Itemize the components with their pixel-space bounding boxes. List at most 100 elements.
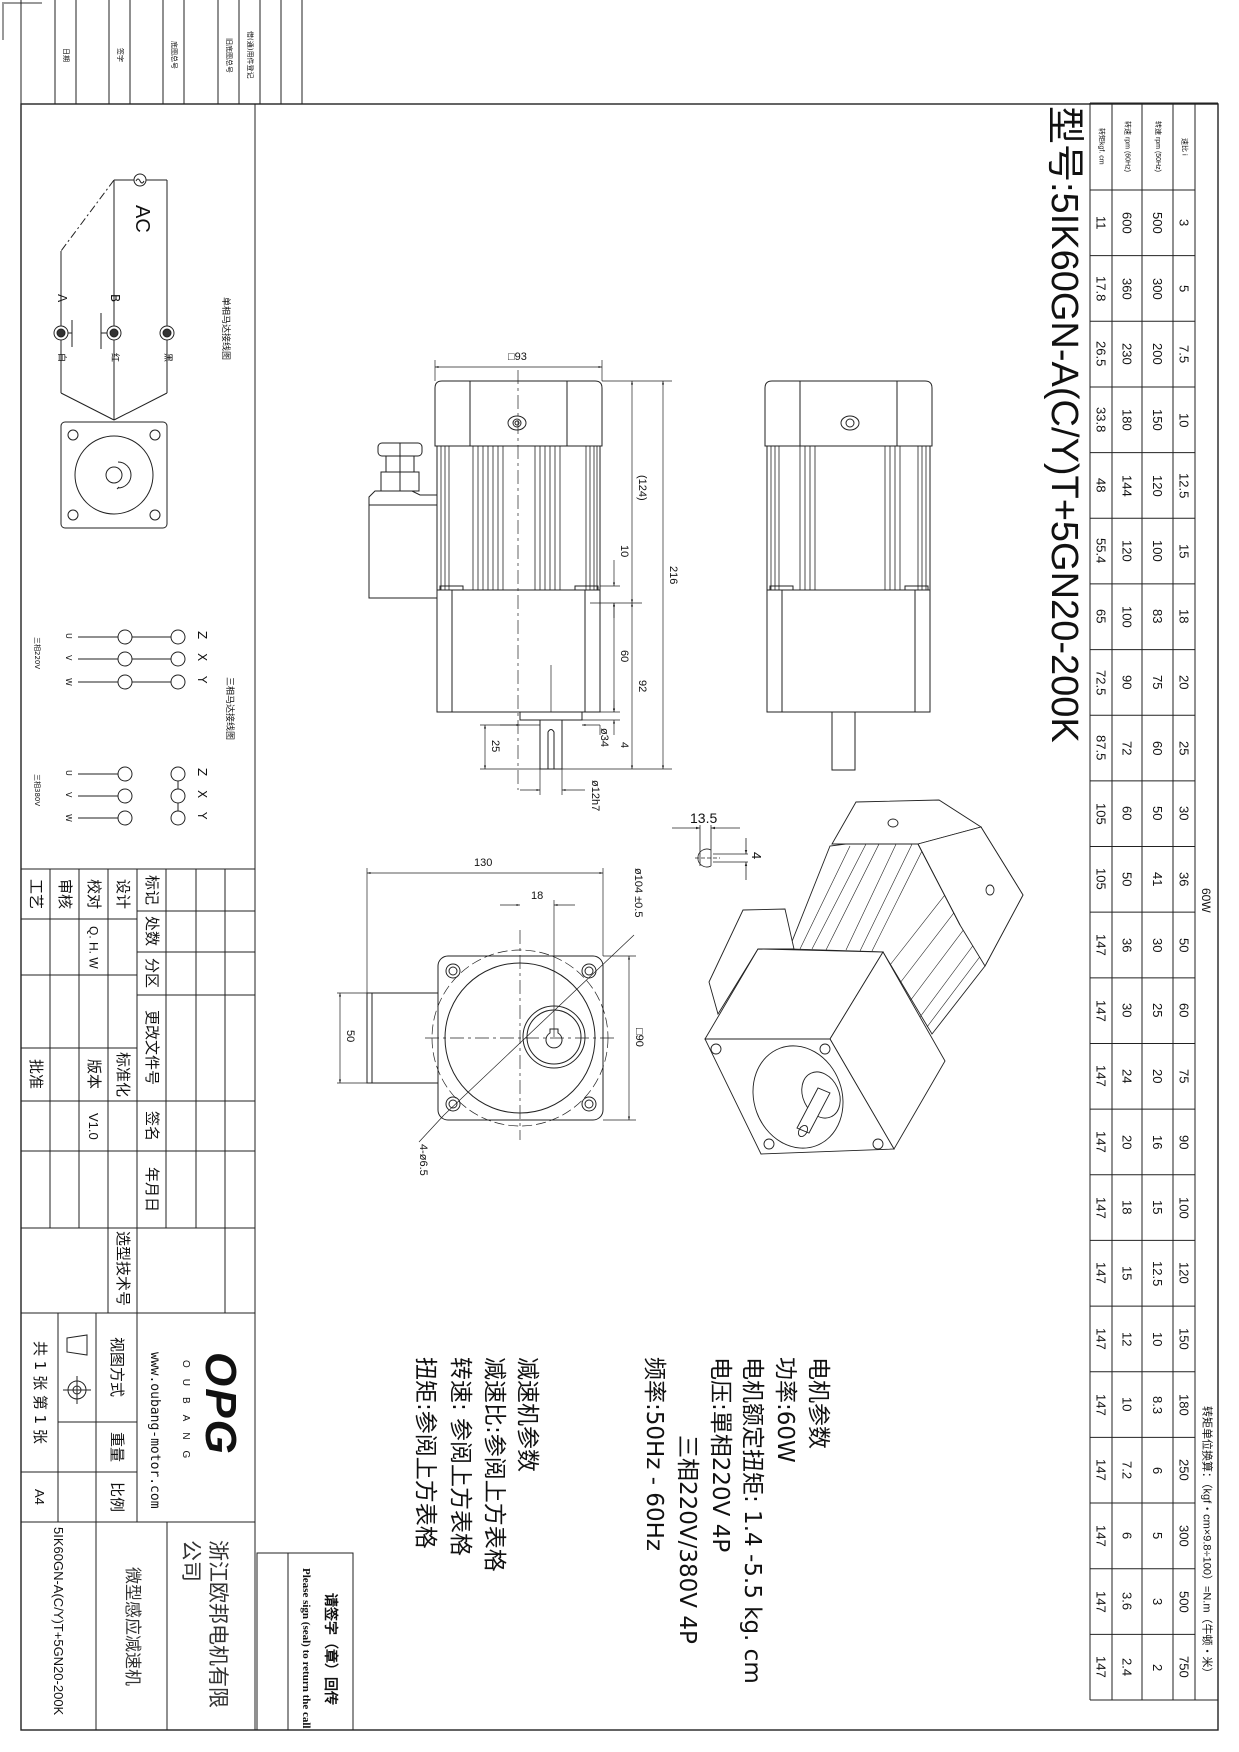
projection-symbol-icon [63,1334,91,1404]
tb-model: 5IK60GN-A(C/Y)T+5GN20-200K [51,1527,66,1716]
table-cell-torque_kgfcm: 147 [1090,1372,1112,1438]
table-cell-rpm_60hz-text: 120 [1119,540,1135,562]
table-cell-ratio: 180 [1173,1372,1195,1438]
table-cell-torque_kgfcm-text: 72.5 [1093,669,1109,696]
motor-side-view [368,370,603,790]
table-cell-rpm_50hz: 15 [1142,1175,1173,1241]
table-cell-rpm_50hz: 10 [1142,1306,1173,1372]
motor-side-view-dimensions [434,360,672,795]
table-cell-ratio: 7.5 [1173,321,1195,387]
table-row-header: 转矩kgf. cm [1090,103,1112,190]
table-cell-ratio-text: 180 [1176,1393,1192,1416]
tb-mark: 标记 [143,874,161,905]
table-unit-note: 转矩单位换算：（kgf・cm×9.8÷100）=N.m（牛顿・米） [1195,1385,1217,1700]
table-cell-rpm_60hz: 7.2 [1112,1437,1142,1503]
table-cell-ratio: 300 [1173,1503,1195,1569]
table-cell-rpm_60hz: 50 [1112,847,1142,913]
motor-voltage-three: 三相220V/380V 4P [674,1435,700,1644]
tb-check: 校对 [85,878,103,909]
label-y-220: Y [195,676,209,684]
table-cell-torque_kgfcm-text: 105 [1093,868,1109,891]
config-380-label: 三相380V [33,774,41,807]
table-cell-torque_kgfcm-text: 11 [1093,216,1109,230]
product-name: 微型感应减速机 [122,1566,142,1686]
table-row-header: 转速 rpm (50Hz) [1142,103,1173,190]
table-cell-rpm_50hz-text: 25 [1150,1003,1165,1018]
table-cell-rpm_60hz: 15 [1112,1240,1142,1306]
table-cell-rpm_50hz-text: 12.5 [1150,1260,1165,1286]
table-cell-torque_kgfcm: 147 [1090,978,1112,1044]
table-cell-torque_kgfcm: 17.8 [1090,256,1112,322]
motor-power: 功率:60W [772,1357,798,1463]
label-z-380: Z [195,768,209,777]
table-power-label: 60W [1195,860,1217,940]
table-cell-ratio: 250 [1173,1437,1195,1503]
company-name-line-2: 公司 [179,1540,203,1582]
keyway-detail [672,825,748,880]
tb-checker-name: Q. H. W [86,925,101,969]
dim-dia-12h7: ø12h7 [589,780,601,812]
company-website-link[interactable]: www.oubang-motor.com [147,1352,162,1509]
table-cell-ratio-text: 750 [1176,1656,1192,1679]
table-cell-ratio: 90 [1173,1109,1195,1175]
table-cell-rpm_50hz: 12.5 [1142,1240,1173,1306]
tb-change-doc: 更改文件号 [143,1010,161,1086]
dim-18: 18 [531,890,544,902]
table-cell-rpm_60hz: 18 [1112,1175,1142,1241]
tb-standardize: 标准化 [114,1051,132,1097]
table-cell-rpm_60hz-text: 15 [1119,1266,1135,1281]
table-cell-torque_kgfcm-text: 147 [1093,1459,1109,1482]
table-cell-rpm_60hz-text: 24 [1119,1069,1135,1084]
binding-label-shared-parts: 借(通)用件登记 [246,31,254,79]
table-cell-rpm_50hz: 50 [1142,781,1173,847]
table-cell-rpm_60hz: 144 [1112,453,1142,519]
table-cell-rpm_50hz-text: 16 [1150,1134,1165,1150]
motor-voltage-single: 电压:單相220V 4P [707,1357,733,1553]
tb-sheets: 共 1 张 第 1 张 [31,1341,49,1444]
table-cell-ratio-text: 300 [1176,1525,1192,1547]
table-cell-ratio-text: 250 [1176,1459,1192,1482]
table-cell-torque_kgfcm: 105 [1090,847,1112,913]
table-cell-torque_kgfcm: 147 [1090,1240,1112,1306]
sign-box-en: Please sign (seal) to return the call [300,1568,312,1729]
table-row-header-text: 速比 i [1180,137,1188,156]
gearbox-ratio: 减速比:参阅上方表格 [481,1357,507,1572]
table-cell-rpm_60hz: 36 [1112,912,1142,978]
table-row-header-text: 转速 rpm (50Hz) [1154,121,1161,172]
table-cell-torque_kgfcm-text: 147 [1093,1656,1109,1679]
dim-10: 10 [618,545,630,558]
sheet-frame [2,2,1219,1731]
table-cell-rpm_50hz-text: 150 [1150,408,1165,431]
table-power-label-text: 60W [1199,887,1213,913]
table-cell-ratio: 500 [1173,1569,1195,1635]
table-cell-torque_kgfcm-text: 65 [1093,609,1109,624]
table-cell-rpm_60hz-text: 7.2 [1119,1461,1135,1480]
table-cell-ratio-text: 7.5 [1176,345,1192,364]
table-cell-rpm_60hz: 90 [1112,650,1142,716]
table-cell-ratio-text: 18 [1176,609,1192,624]
table-cell-torque_kgfcm: 87.5 [1090,715,1112,781]
table-cell-rpm_50hz: 83 [1142,584,1173,650]
table-cell-rpm_60hz: 24 [1112,1043,1142,1109]
table-cell-ratio: 12.5 [1173,453,1195,519]
dim-dia-104: ø104 ±0.5 [632,868,644,918]
table-cell-rpm_50hz-text: 41 [1150,872,1165,887]
table-cell-rpm_60hz-text: 6 [1119,1532,1135,1540]
table-cell-rpm_50hz-text: 100 [1150,540,1165,562]
table-cell-rpm_50hz: 41 [1142,847,1173,913]
table-cell-torque_kgfcm: 65 [1090,584,1112,650]
table-cell-rpm_60hz-text: 72 [1119,740,1135,756]
table-cell-torque_kgfcm: 147 [1090,1569,1112,1635]
table-cell-rpm_60hz-text: 144 [1119,474,1135,497]
wire-white-label: 白 [56,353,66,363]
table-cell-rpm_50hz-text: 200 [1150,343,1165,365]
wire-red-label: 红 [109,353,119,363]
table-cell-rpm_50hz: 500 [1142,190,1173,256]
table-cell-ratio: 750 [1173,1634,1195,1700]
table-cell-rpm_60hz-text: 36 [1119,937,1135,953]
table-cell-torque_kgfcm: 147 [1090,1109,1112,1175]
table-cell-torque_kgfcm-text: 55.4 [1093,538,1109,564]
table-cell-rpm_50hz-text: 83 [1150,609,1165,624]
table-cell-torque_kgfcm: 55.4 [1090,518,1112,584]
table-cell-rpm_60hz-text: 2.4 [1119,1658,1135,1677]
